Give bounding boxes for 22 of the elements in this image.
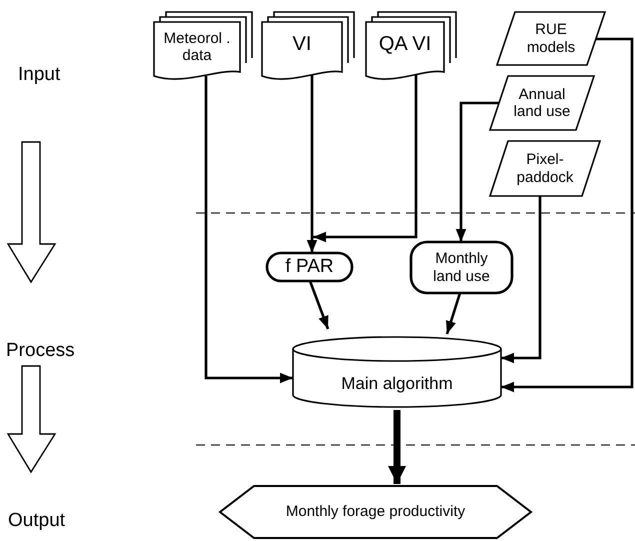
node-label: Monthly forage productivity [286,503,466,521]
stage-label: Input [18,64,60,86]
arrow [501,38,634,392]
arrow [308,280,330,330]
node-label: Main algorithm [341,374,453,394]
stage-label: Process [6,340,75,362]
node-label: Monthly land use [432,250,491,285]
node-label: Meteorol . data [162,30,232,64]
node-label: f PAR [285,256,334,278]
arrow [456,102,499,242]
arrow [388,410,406,484]
node-label: QA VI [378,33,432,56]
node-label: VI [292,33,312,56]
node-label: Pixel- paddock [516,151,574,186]
arrow [446,292,462,334]
node-label: Annual land use [512,86,572,120]
stage-label: Output [8,510,66,532]
arrow [204,76,293,384]
arrow [313,74,418,242]
node-label: RUE models [526,21,576,56]
arrow [501,196,542,364]
arrow [306,75,318,253]
